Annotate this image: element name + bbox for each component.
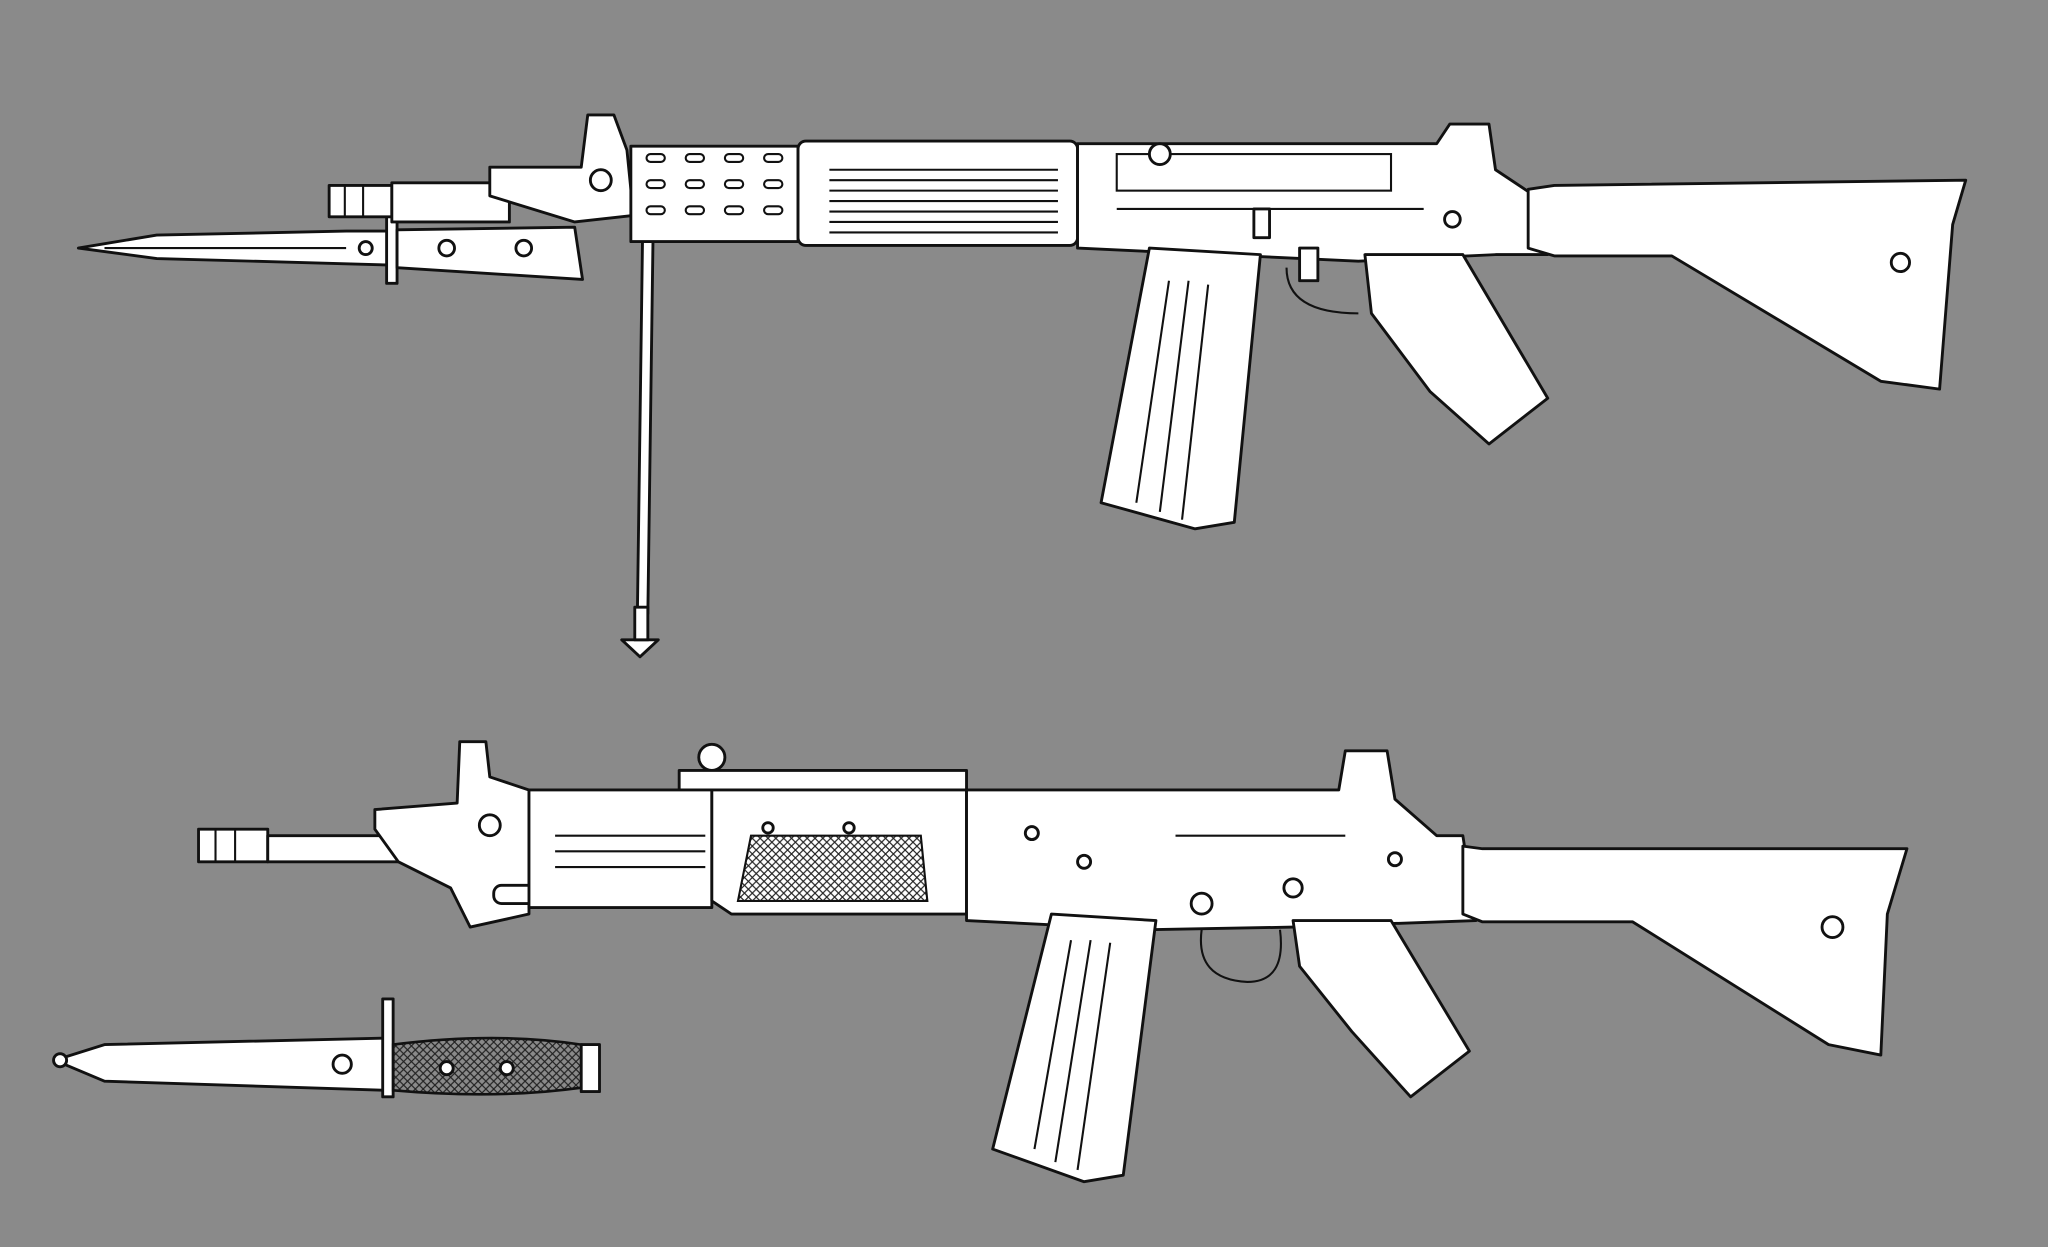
stock-top: [1526, 178, 1968, 391]
magazine-bottom: [991, 912, 1158, 1184]
grip-panel-bottom: [710, 788, 968, 916]
barrel-and-muzzle: [327, 181, 511, 224]
handguard-front: [629, 144, 800, 244]
bayonet-with-scabbard: [52, 997, 601, 1099]
grip-bottom: [1291, 919, 1471, 1099]
handguard-rear: [796, 139, 1079, 247]
bottom-rifle: [197, 740, 1909, 1184]
bayonet-top: [76, 214, 584, 285]
magazine-top: [1099, 246, 1262, 531]
front-sight-block: [488, 113, 635, 224]
barrel-and-muzzle-bottom: [197, 827, 400, 864]
top-rifle-with-bipod-and-bayonet: [76, 113, 1968, 659]
stock-bottom: [1461, 844, 1909, 1057]
grip-top: [1285, 253, 1550, 446]
handguard-bottom: [527, 788, 714, 909]
